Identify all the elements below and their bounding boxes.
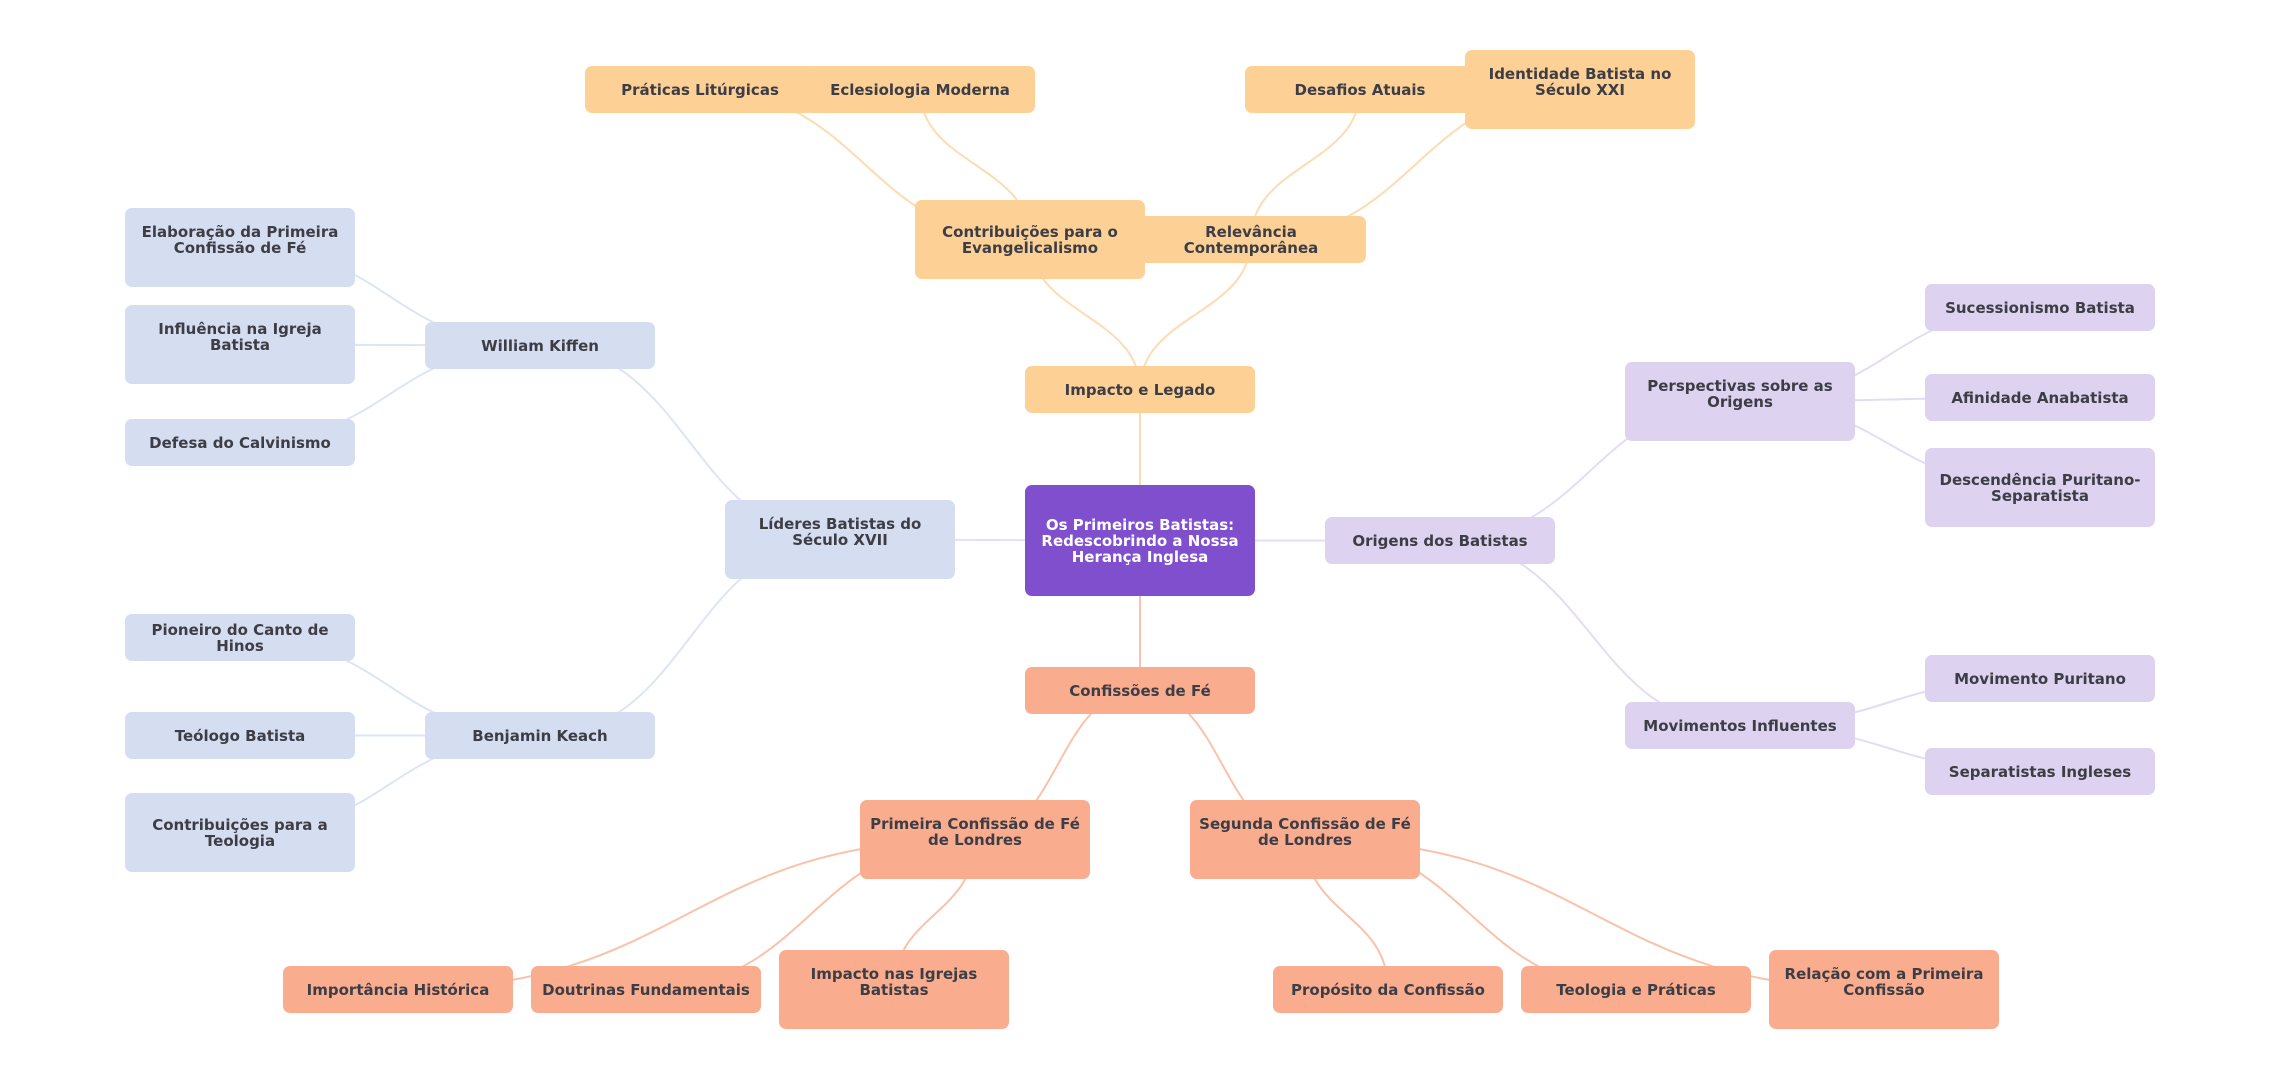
node-contribuicoes-evangelicalismo[interactable]: Contribuições para o Evangelicalismo [915,200,1145,279]
node-label: Movimentos Influentes [1643,716,1837,735]
node-label: Práticas Litúrgicas [621,80,779,99]
node-label: Elaboração da Primeira Confissão de Fé [141,222,339,257]
node-label: Líderes Batistas do Século XVII [758,514,922,549]
node-label: Eclesiologia Moderna [830,80,1010,99]
node-label: Sucessionismo Batista [1945,298,2135,317]
node-label: Confissões de Fé [1069,681,1211,700]
edge-relev-desafios [1250,89,1361,240]
node-elaboracao-primeira-confissao[interactable]: Elaboração da Primeira Confissão de Fé [125,208,355,287]
node-william-kiffen[interactable]: William Kiffen [425,322,655,369]
root-node[interactable]: Os Primeiros Batistas: Redescobrindo a N… [1025,485,1255,596]
node-movimentos-influentes[interactable]: Movimentos Influentes [1625,702,1855,749]
node-lideres-batistas[interactable]: Líderes Batistas do Século XVII [725,500,955,579]
node-perspectivas-origens[interactable]: Perspectivas sobre as Origens [1625,362,1855,441]
node-label: Influência na Igreja Batista [158,319,322,354]
node-relacao-primeira-confissao[interactable]: Relação com a Primeira Confissão [1769,950,1999,1029]
node-label: William Kiffen [481,336,599,355]
node-influencia-igreja-batista[interactable]: Influência na Igreja Batista [125,305,355,384]
node-label: Descendência Puritano-Separatista [1939,470,2141,505]
node-label: Separatistas Ingleses [1948,762,2132,781]
node-label: Doutrinas Fundamentais [542,980,750,999]
node-segunda-confissao-londres[interactable]: Segunda Confissão de Fé de Londres [1190,800,1420,879]
node-label: Afinidade Anabatista [1951,388,2129,407]
node-defesa-calvinismo[interactable]: Defesa do Calvinismo [125,419,355,466]
node-primeira-confissao-londres[interactable]: Primeira Confissão de Fé de Londres [860,800,1090,879]
node-sucessionismo-batista[interactable]: Sucessionismo Batista [1925,284,2155,331]
node-confissoes-de-fe[interactable]: Confissões de Fé [1025,667,1255,714]
root-node-label: Os Primeiros Batistas: Redescobrindo a N… [1041,515,1239,566]
node-label: Origens dos Batistas [1352,531,1528,550]
node-label: Impacto e Legado [1064,380,1216,399]
node-label: Benjamin Keach [472,726,608,745]
node-label: Identidade Batista no Século XXI [1488,64,1672,99]
node-label: Relevância Contemporânea [1183,222,1319,257]
node-label: Contribuições para a Teologia [152,815,328,850]
node-label: Teologia e Práticas [1556,980,1716,999]
node-contribuicoes-teologia[interactable]: Contribuições para a Teologia [125,793,355,872]
node-descendencia-puritano-separatista[interactable]: Descendência Puritano-Separatista [1925,448,2155,527]
node-label: Desafios Atuais [1294,80,1426,99]
node-praticas-liturgicas[interactable]: Práticas Litúrgicas [585,66,815,113]
node-teologia-praticas[interactable]: Teologia e Práticas [1521,966,1751,1013]
node-origens-dos-batistas[interactable]: Origens dos Batistas [1325,517,1555,564]
node-label: Teólogo Batista [174,726,306,745]
node-movimento-puritano[interactable]: Movimento Puritano [1925,655,2155,702]
node-label: Movimento Puritano [1954,669,2126,688]
node-label: Importância Histórica [306,980,490,999]
node-benjamin-keach[interactable]: Benjamin Keach [425,712,655,759]
node-label: Pioneiro do Canto de Hinos [151,620,329,655]
node-relevancia-contemporanea[interactable]: Relevância Contemporânea [1136,216,1366,263]
edge-origens-movinf [1439,539,1741,727]
node-impacto-e-legado[interactable]: Impacto e Legado [1025,366,1255,413]
node-impacto-igrejas-batistas[interactable]: Impacto nas Igrejas Batistas [779,950,1009,1029]
node-afinidade-anabatista[interactable]: Afinidade Anabatista [1925,374,2155,421]
edge-impacto-relev [1139,239,1252,390]
node-separatistas-ingleses[interactable]: Separatistas Ingleses [1925,748,2155,795]
node-proposito-confissao[interactable]: Propósito da Confissão [1273,966,1503,1013]
node-label: Primeira Confissão de Fé de Londres [870,814,1080,849]
node-teologo-batista[interactable]: Teólogo Batista [125,712,355,759]
node-doutrinas-fundamentais[interactable]: Doutrinas Fundamentais [531,966,761,1013]
node-label: Segunda Confissão de Fé de Londres [1199,814,1411,849]
node-identidade-batista[interactable]: Identidade Batista no Século XXI [1465,50,1695,129]
node-label: Impacto nas Igrejas Batistas [810,964,978,999]
node-label: Perspectivas sobre as Origens [1647,376,1833,411]
node-eclesiologia-moderna[interactable]: Eclesiologia Moderna [805,66,1035,113]
node-label: Relação com a Primeira Confissão [1784,964,1984,999]
node-label: Propósito da Confissão [1291,980,1485,999]
node-label: Contribuições para o Evangelicalismo [942,222,1118,257]
node-importancia-historica[interactable]: Importância Histórica [283,966,513,1013]
node-pioneiro-canto-hinos[interactable]: Pioneiro do Canto de Hinos [125,614,355,661]
node-desafios-atuais[interactable]: Desafios Atuais [1245,66,1475,113]
node-label: Defesa do Calvinismo [149,433,331,452]
